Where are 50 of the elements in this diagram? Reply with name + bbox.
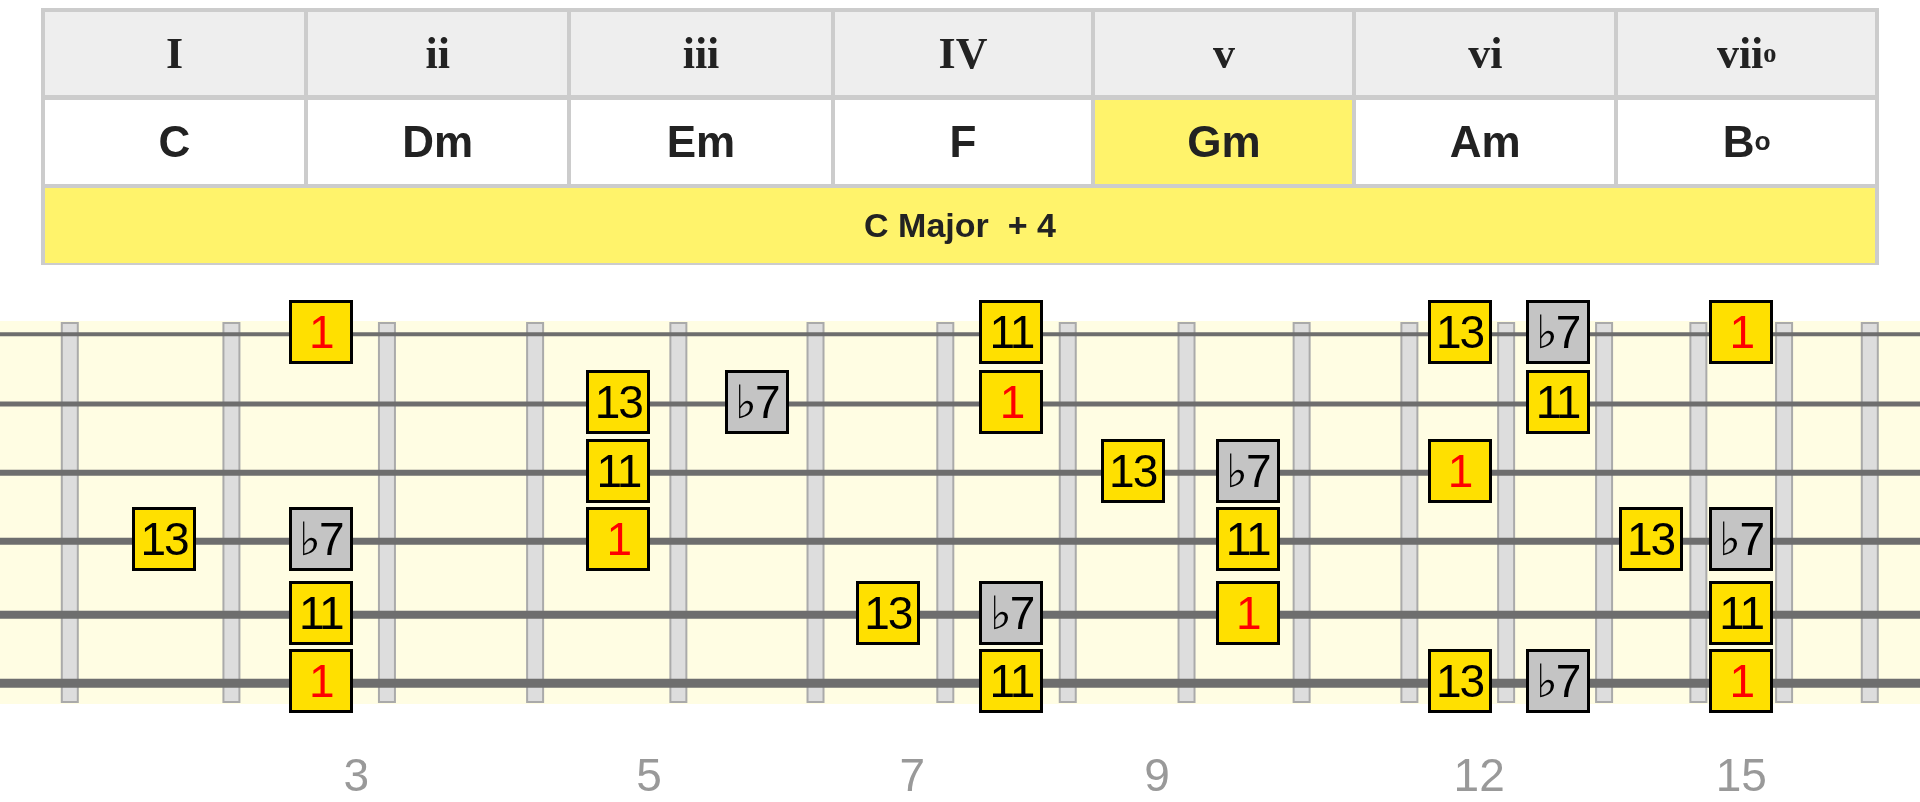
fret-number: 12 — [1453, 748, 1505, 802]
root-marker: 1 — [1709, 300, 1774, 365]
interval-marker: 11 — [1525, 370, 1590, 435]
chord-name: B$^{o}$ — [1618, 99, 1876, 184]
roman-numeral-header: IV — [834, 11, 1092, 96]
roman-numeral-header: vi — [1356, 11, 1615, 96]
root-marker: 1 — [1709, 649, 1774, 714]
interval-marker: 11 — [1215, 507, 1280, 572]
flat-seventh-marker: ♭7 — [1215, 438, 1280, 503]
interval-marker: 13 — [1427, 649, 1492, 714]
root-marker: 1 — [1215, 580, 1280, 645]
root-marker: 1 — [288, 300, 353, 365]
chord-name: F — [834, 99, 1092, 184]
flat-seventh-marker: ♭7 — [1709, 507, 1774, 572]
roman-numeral-header: I — [44, 11, 305, 96]
chord-name: C — [44, 99, 305, 184]
fret-number: 9 — [1144, 748, 1170, 802]
interval-marker: 13 — [1100, 438, 1165, 503]
fret-number: 7 — [899, 748, 926, 802]
roman-numeral-header: iii — [571, 11, 831, 96]
fret-number: 3 — [343, 748, 370, 802]
flat-seventh-marker: ♭7 — [1525, 649, 1590, 714]
fret-number: 5 — [636, 748, 662, 802]
roman-numeral-header: ii — [308, 11, 568, 96]
interval-marker: 13 — [855, 580, 920, 645]
root-marker: 1 — [1427, 438, 1492, 503]
flat-seventh-marker: ♭7 — [288, 507, 353, 572]
interval-marker: 13 — [1618, 507, 1683, 572]
chord-name: Dm — [308, 99, 568, 184]
chord-name: Gm — [1095, 99, 1353, 184]
interval-marker: 13 — [586, 370, 651, 435]
interval-marker: 11 — [1709, 580, 1774, 645]
roman-numeral-header: v — [1095, 11, 1353, 96]
fret-number: 15 — [1715, 748, 1767, 802]
chord-name: Am — [1356, 99, 1615, 184]
roman-numeral-header: vii$^{o}$ — [1618, 11, 1876, 96]
interval-marker: 11 — [979, 649, 1044, 714]
root-marker: 1 — [288, 649, 353, 714]
flat-seventh-marker: ♭7 — [724, 370, 789, 435]
chord-name: Em — [571, 99, 831, 184]
scale-title: C Major + 4 — [44, 188, 1876, 264]
interval-marker: 11 — [979, 300, 1044, 365]
interval-marker: 11 — [586, 438, 651, 503]
interval-marker: 11 — [288, 580, 353, 645]
root-marker: 1 — [979, 370, 1044, 435]
interval-marker: 13 — [132, 507, 197, 572]
root-marker: 1 — [586, 507, 651, 572]
flat-seventh-marker: ♭7 — [1525, 300, 1590, 365]
flat-seventh-marker: ♭7 — [979, 580, 1044, 645]
interval-marker: 13 — [1427, 300, 1492, 365]
